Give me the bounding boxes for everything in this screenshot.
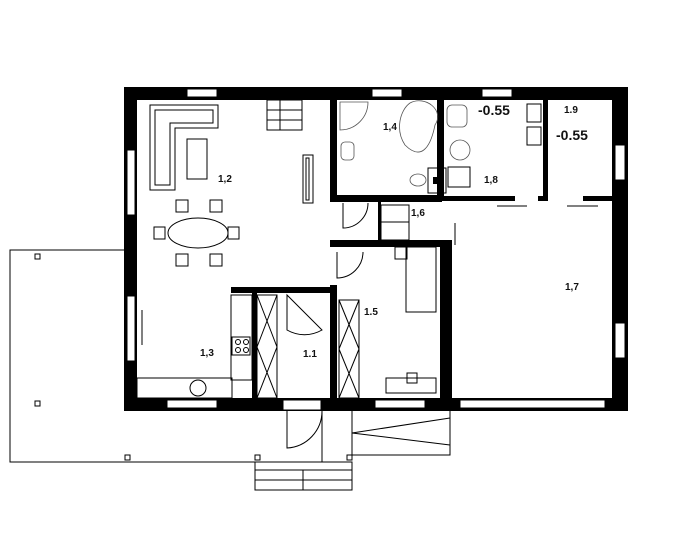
room-label-1-3: 1,3 bbox=[200, 348, 214, 359]
dining-table-icon bbox=[153, 199, 240, 267]
room-label-1-9: 1.9 bbox=[564, 105, 578, 116]
entrance-door-swing-icon bbox=[286, 410, 323, 449]
column-markers bbox=[34, 253, 353, 461]
desk-icon bbox=[385, 372, 437, 394]
stove-icon bbox=[231, 336, 251, 356]
furniture bbox=[136, 99, 542, 399]
coffee-table-icon bbox=[186, 138, 208, 180]
kitchen-counter-icon bbox=[230, 294, 253, 381]
sofa-icon bbox=[149, 104, 219, 191]
room-labels: 1,2 1,4 1,8 1.9 1,6 1,7 1.5 1,3 1.1 -0.5… bbox=[200, 102, 588, 360]
level-mark-1-8: -0.55 bbox=[478, 102, 510, 118]
terrace-outline bbox=[9, 249, 255, 463]
entrance-steps bbox=[254, 461, 353, 491]
door-swing-icon bbox=[342, 202, 369, 229]
level-mark-1-9: -0.55 bbox=[556, 127, 588, 143]
room-label-1-1: 1.1 bbox=[303, 349, 317, 360]
boiler-icon bbox=[427, 167, 447, 194]
room-label-1-7: 1,7 bbox=[565, 282, 579, 293]
shower-icon bbox=[339, 101, 369, 131]
doors bbox=[141, 202, 598, 449]
cabinet-icon bbox=[447, 166, 471, 188]
bed-icon bbox=[394, 246, 437, 313]
washbasin-icon bbox=[449, 139, 471, 161]
wardrobe-icon bbox=[256, 294, 278, 399]
terrace bbox=[9, 249, 451, 491]
kitchen-sink-counter-icon bbox=[136, 377, 233, 399]
interior-walls bbox=[231, 100, 613, 410]
room-label-1-8: 1,8 bbox=[484, 175, 498, 186]
exterior-walls bbox=[124, 87, 628, 411]
door-swing-icon bbox=[286, 293, 323, 336]
toilet-icon bbox=[340, 141, 355, 161]
toilet-icon bbox=[446, 104, 468, 128]
washer-dryer-icon bbox=[526, 103, 542, 146]
room-label-1-2: 1,2 bbox=[218, 174, 232, 185]
ramp bbox=[351, 411, 451, 456]
stairs-icon bbox=[266, 99, 410, 241]
door-swing-icon bbox=[336, 251, 364, 279]
fireplace-icon bbox=[302, 154, 314, 204]
room-label-1-4: 1,4 bbox=[383, 122, 397, 133]
wardrobe-icon bbox=[338, 299, 360, 399]
washbasin-icon bbox=[409, 173, 427, 187]
room-label-1-6: 1,6 bbox=[411, 208, 425, 219]
room-label-1-5: 1.5 bbox=[364, 307, 378, 318]
windows bbox=[126, 88, 626, 411]
bathtub-icon bbox=[399, 100, 438, 153]
